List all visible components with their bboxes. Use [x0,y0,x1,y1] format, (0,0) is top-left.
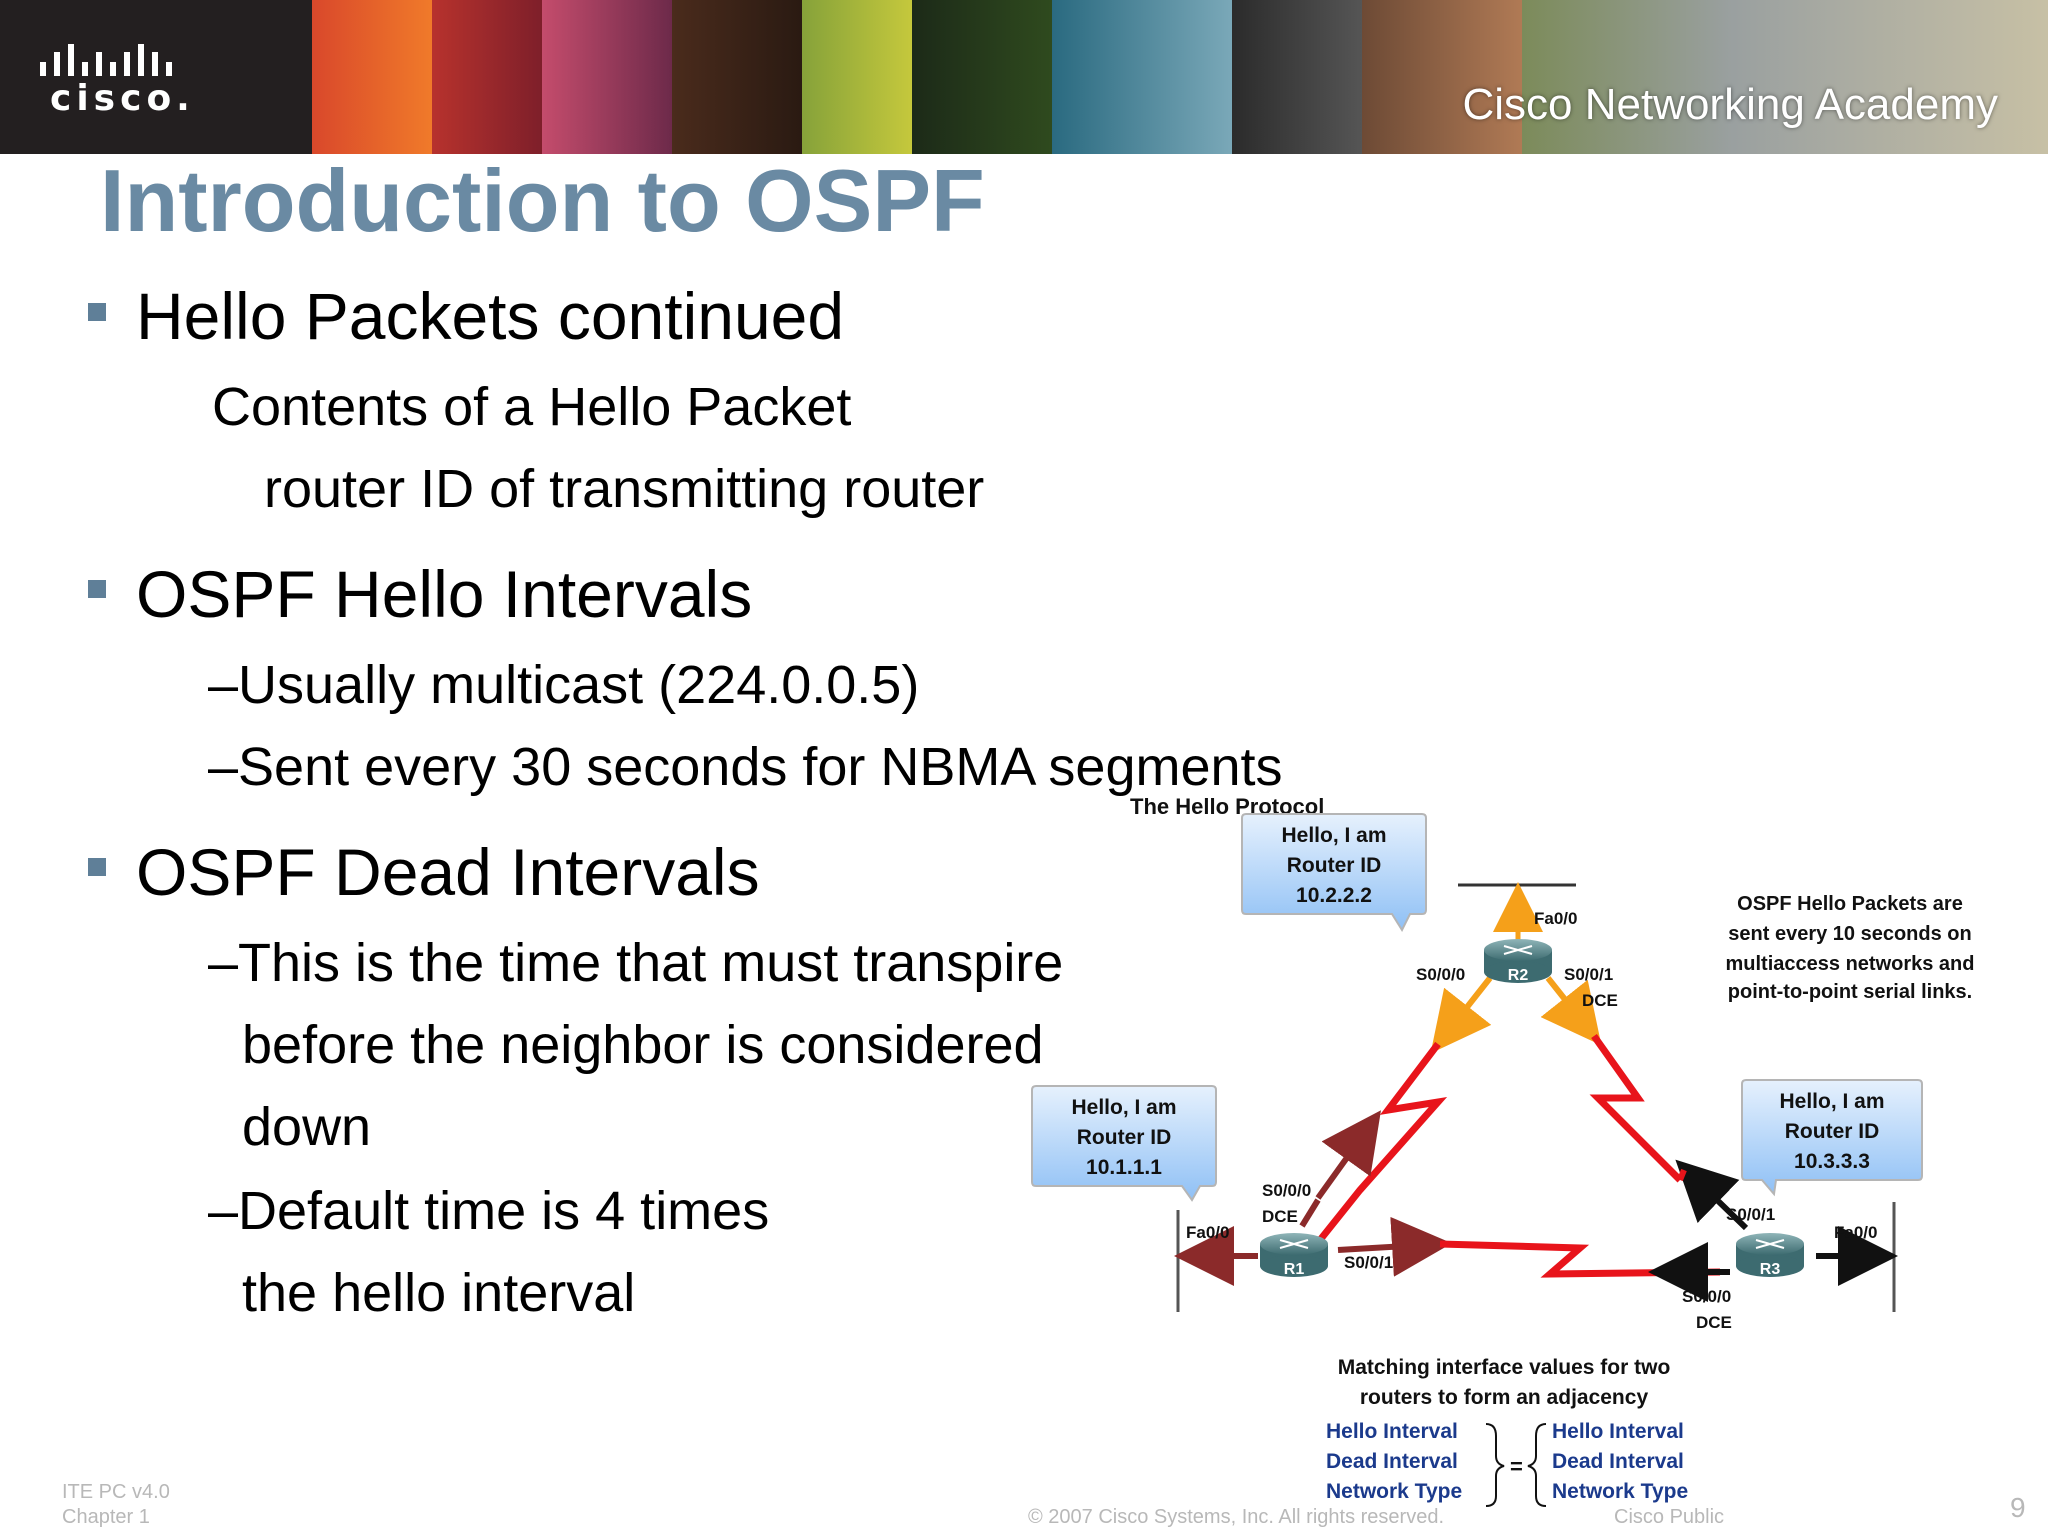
router-icon [1755,1239,1785,1249]
dead-interval-line: down [242,1097,372,1157]
callout-line: Hello, I am [1071,1096,1176,1119]
bullet-hello-intervals: OSPF Hello Intervals [136,557,753,631]
interface-label: S0/0/0 [1416,965,1465,984]
callout-line: Hello, I am [1281,824,1386,847]
serial-link-r2-r3 [1589,1033,1683,1183]
photo-strip [312,0,432,154]
matching-heading: Matching interface values for two [1338,1356,1671,1379]
r1-s000-arrow [1315,1110,1381,1200]
note-line: OSPF Hello Packets are [1737,893,1963,915]
bullet-dead-intervals: OSPF Dead Intervals [136,835,760,909]
router-r3[interactable]: R3 [1736,1233,1804,1278]
callout-line: Hello, I am [1779,1090,1884,1113]
callout-r2: Hello, I am Router ID 10.2.2.2 [1241,813,1427,933]
interface-label: S0/0/1 [1564,965,1613,984]
photo-strip [1522,0,2048,154]
router-r1[interactable]: R1 [1260,1233,1328,1278]
router-id-item: router ID of transmitting router [264,459,985,519]
router-label-r3: R3 [1760,1261,1781,1278]
router-label-r1: R1 [1284,1261,1305,1278]
header-banner: cisco. Cisco Networking Academy [0,0,2048,154]
cisco-logo-text: cisco. [50,78,195,119]
dead-interval-line: before the neighbor is considered [242,1015,1044,1075]
photo-strip [1362,0,1522,154]
interface-label: Fa0/0 [1186,1223,1229,1242]
r2-s000-arrow [1430,976,1493,1054]
router-label-r2: R2 [1508,967,1529,984]
photo-strip [912,0,1052,154]
cisco-logo: cisco. [0,0,312,154]
interface-label: S0/0/0 [1682,1287,1731,1306]
router-icon [1503,945,1533,955]
interface-label: S0/0/0 [1262,1181,1311,1200]
bullet-icon [88,580,106,598]
serial-link-r1-r3 [1439,1240,1721,1278]
brace-left-icon [1485,1423,1505,1507]
footer-course: ITE PC v4.0 [62,1481,170,1503]
match-left-item: Hello Interval [1326,1420,1458,1443]
default-time-line: the hello interval [242,1263,636,1323]
brace-right-icon [1527,1423,1547,1507]
callout-r3: Hello, I am Router ID 10.3.3.3 [1741,1079,1923,1197]
note-line: multiaccess networks and [1726,953,1975,975]
callout-line: 10.1.1.1 [1086,1156,1162,1179]
equals-sign: = [1510,1454,1523,1479]
callout-line: Router ID [1077,1126,1172,1149]
bullet-hello-packets: Hello Packets continued [136,279,845,353]
page-number: 9 [2010,1492,2026,1523]
r3-s001-arrow [1675,1159,1749,1231]
footer-course-info: ITE PC v4.0 Chapter 1 [62,1480,170,1530]
match-right-item: Dead Interval [1552,1450,1684,1473]
note-line: sent every 10 seconds on [1728,923,1971,945]
hello-protocol-diagram: The Hello Protocol R2 R1 R [1031,794,1975,1507]
r2-s001-arrow [1540,976,1602,1046]
r1-s001-arrow [1337,1216,1452,1277]
hello-packet-contents: Contents of a Hello Packet [212,377,852,437]
interface-label: DCE [1262,1207,1298,1226]
hello-note: OSPF Hello Packets are sent every 10 sec… [1726,893,1975,1003]
photo-strip [802,0,912,154]
note-line: point-to-point serial links. [1728,981,1972,1003]
default-time-line: –Default time is 4 times [208,1181,770,1241]
photo-strip [1052,0,1232,154]
matching-heading: routers to form an adjacency [1360,1386,1649,1409]
photo-strip [672,0,802,154]
photo-strip [1232,0,1362,154]
match-right-item: Network Type [1552,1480,1688,1503]
callout-line: Router ID [1785,1120,1880,1143]
footer-chapter: Chapter 1 [62,1506,150,1528]
interface-label: Fa0/0 [1534,909,1577,928]
serial-link-r1-r2 [1317,1041,1448,1243]
dead-interval-line: –This is the time that must transpire [208,933,1064,993]
bullet-icon [88,303,106,321]
callout-r1: Hello, I am Router ID 10.1.1.1 [1031,1085,1217,1202]
match-left-item: Network Type [1326,1480,1462,1503]
interface-label: DCE [1696,1313,1732,1332]
academy-name: Cisco Networking Academy [1462,80,1998,129]
router-r2[interactable]: R2 [1484,939,1552,984]
callout-line: Router ID [1287,854,1382,877]
bullet-icon [88,858,106,876]
multicast-item: –Usually multicast (224.0.0.5) [208,655,920,715]
callout-line: 10.3.3.3 [1794,1150,1870,1173]
photo-strip [432,0,542,154]
callout-line: 10.2.2.2 [1296,884,1372,907]
cisco-bars-icon [40,44,172,76]
slide-title: Introduction to OSPF [100,151,985,250]
footer-classification: Cisco Public [1614,1506,1725,1528]
footer-copyright: © 2007 Cisco Systems, Inc. All rights re… [1028,1506,1445,1528]
interface-label: DCE [1582,991,1618,1010]
match-left-item: Dead Interval [1326,1450,1458,1473]
matching-values: Matching interface values for two router… [1326,1356,1688,1507]
interface-label: Fa0/0 [1834,1223,1877,1242]
interface-label: S0/0/1 [1344,1253,1393,1272]
match-right-item: Hello Interval [1552,1420,1684,1443]
nbma-item: –Sent every 30 seconds for NBMA segments [208,737,1283,797]
photo-strip [542,0,672,154]
interface-label: S0/0/1 [1726,1205,1775,1224]
router-icon [1279,1239,1309,1249]
